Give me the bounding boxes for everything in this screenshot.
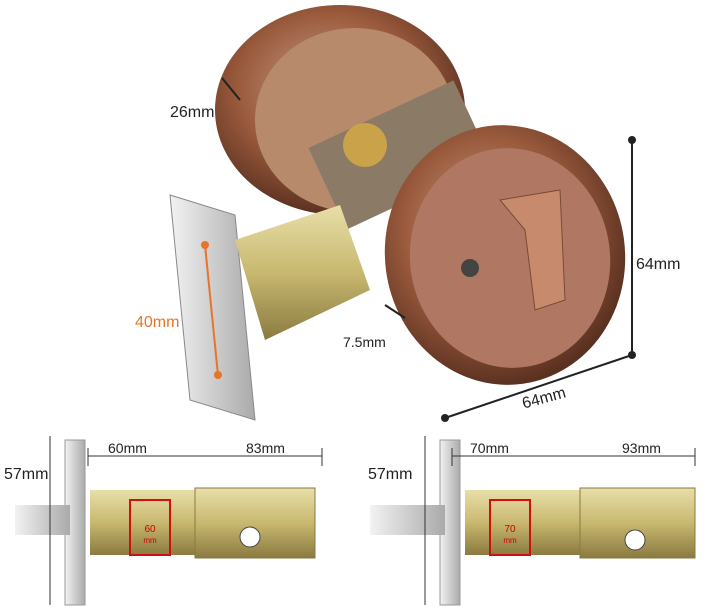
- left-marker-unit: mm: [143, 536, 157, 545]
- spindle-mechanism: [308, 80, 492, 230]
- latch-left-drawing: [15, 436, 323, 606]
- depth-label: 26mm: [170, 104, 215, 121]
- height-label: 64mm: [636, 256, 681, 273]
- latch-barrel: [235, 205, 370, 340]
- right-marker-unit: mm: [503, 536, 517, 545]
- left-height-label: 57mm: [4, 466, 49, 483]
- left-backset-long: 83mm: [246, 440, 285, 456]
- left-backset-short: 60mm: [108, 440, 147, 456]
- right-height-label: 57mm: [368, 466, 413, 483]
- left-marker-value: 60: [144, 524, 156, 535]
- latch-right-drawing: [370, 436, 696, 606]
- right-marker-value: 70: [504, 524, 516, 535]
- latch-faceplate: [169, 194, 256, 421]
- dimension-lines: [221, 77, 633, 419]
- thickness-label: 7.5mm: [343, 334, 386, 350]
- bolt-spacing-label: 40mm: [135, 314, 180, 331]
- front-rose-with-thumbturn: [384, 125, 626, 385]
- right-backset-long: 93mm: [622, 440, 661, 456]
- right-backset-short: 70mm: [470, 440, 509, 456]
